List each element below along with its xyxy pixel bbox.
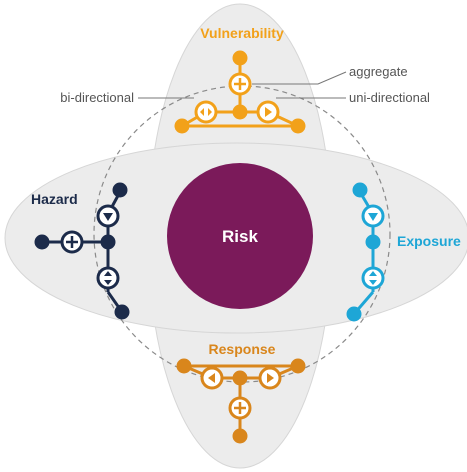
hazard-node xyxy=(112,182,128,198)
arrow-circle-icon xyxy=(258,366,282,390)
bi-directional-label: bi-directional xyxy=(60,90,134,105)
vulnerability-node xyxy=(174,118,190,134)
plus-circle-icon xyxy=(228,396,252,420)
vulnerability-node xyxy=(290,118,306,134)
vulnerability-node xyxy=(232,104,248,120)
double-arrow-circle-icon xyxy=(361,266,385,290)
uni-directional-label: uni-directional xyxy=(349,90,430,105)
arrow-circle-icon xyxy=(200,366,224,390)
response-label: Response xyxy=(209,341,276,357)
response-node xyxy=(232,370,248,386)
vulnerability-label: Vulnerability xyxy=(200,25,284,41)
exposure-node xyxy=(352,182,368,198)
response-node xyxy=(176,358,192,374)
exposure-node xyxy=(365,234,381,250)
legend-leaders xyxy=(138,71,347,99)
exposure-label: Exposure xyxy=(397,233,461,249)
plus-circle-icon xyxy=(60,230,84,254)
exposure-node xyxy=(346,306,362,322)
hazard-label: Hazard xyxy=(31,191,78,207)
hazard-node xyxy=(114,304,130,320)
hazard-node xyxy=(34,234,50,250)
arrow-circle-icon xyxy=(256,100,280,124)
aggregate-label: aggregate xyxy=(349,64,408,79)
hazard-node xyxy=(100,234,116,250)
response-node xyxy=(232,428,248,444)
vulnerability-group xyxy=(174,50,306,134)
hazard-group xyxy=(34,182,130,320)
risk-node: Risk xyxy=(167,163,313,309)
arrow-circle-icon xyxy=(361,204,385,228)
double-arrow-circle-icon xyxy=(96,266,120,290)
response-group xyxy=(176,358,306,444)
vulnerability-node xyxy=(232,50,248,66)
arrow-circle-icon xyxy=(96,204,120,228)
risk-label: Risk xyxy=(222,227,258,246)
plus-circle-icon xyxy=(228,72,252,96)
response-node xyxy=(290,358,306,374)
double-arrow-circle-icon xyxy=(194,100,218,124)
exposure-group xyxy=(346,182,385,322)
risk-circle xyxy=(167,163,313,309)
